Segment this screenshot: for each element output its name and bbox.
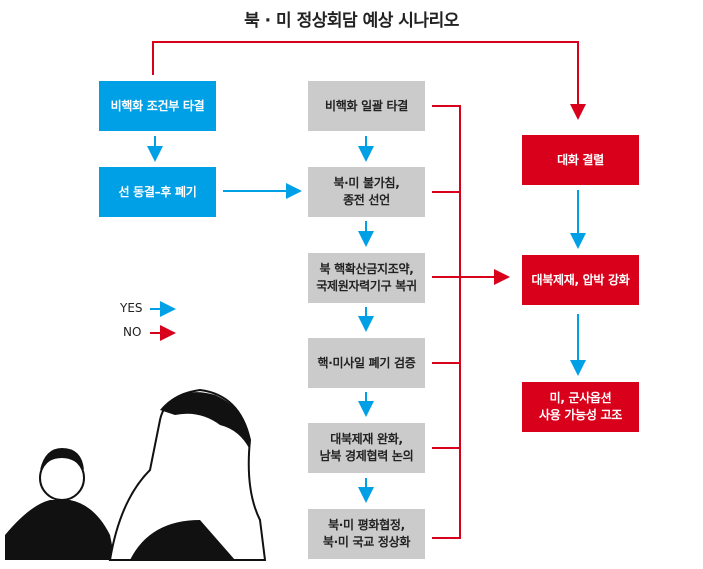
flow-box-conditional-deal: 비핵화 조건부 타결 [99, 81, 216, 131]
flow-box-peace-treaty: 북·미 평화협정, 북·미 국교 정상화 [308, 509, 425, 559]
flow-box-bulk-deal: 비핵화 일괄 타결 [308, 81, 425, 131]
flow-box-freeze-then-dismantle: 선 동결–후 폐기 [99, 167, 216, 217]
diagram-title: 북 · 미 정상회담 예상 시나리오 [244, 11, 459, 31]
flow-box-sanctions-relief: 대북제재 완화, 남북 경제협력 논의 [308, 423, 425, 473]
leaders-illustration [5, 388, 267, 561]
legend-no: NO [123, 325, 142, 339]
flow-box-npt-return: 북 핵확산금지조약, 국제원자력기구 복귀 [308, 253, 425, 303]
flow-box-military-option: 미, 군사옵션 사용 가능성 고조 [522, 382, 639, 432]
flow-box-nonaggression: 북·미 불가침, 종전 선언 [308, 167, 425, 217]
legend-yes: YES [120, 301, 143, 315]
flow-box-verification: 핵·미사일 폐기 검증 [308, 338, 425, 388]
no-lines [152, 41, 586, 539]
yes-lines [147, 136, 586, 503]
flow-box-talks-collapse: 대화 결렬 [522, 135, 639, 185]
flow-box-pressure: 대북제재, 압박 강화 [522, 255, 639, 305]
